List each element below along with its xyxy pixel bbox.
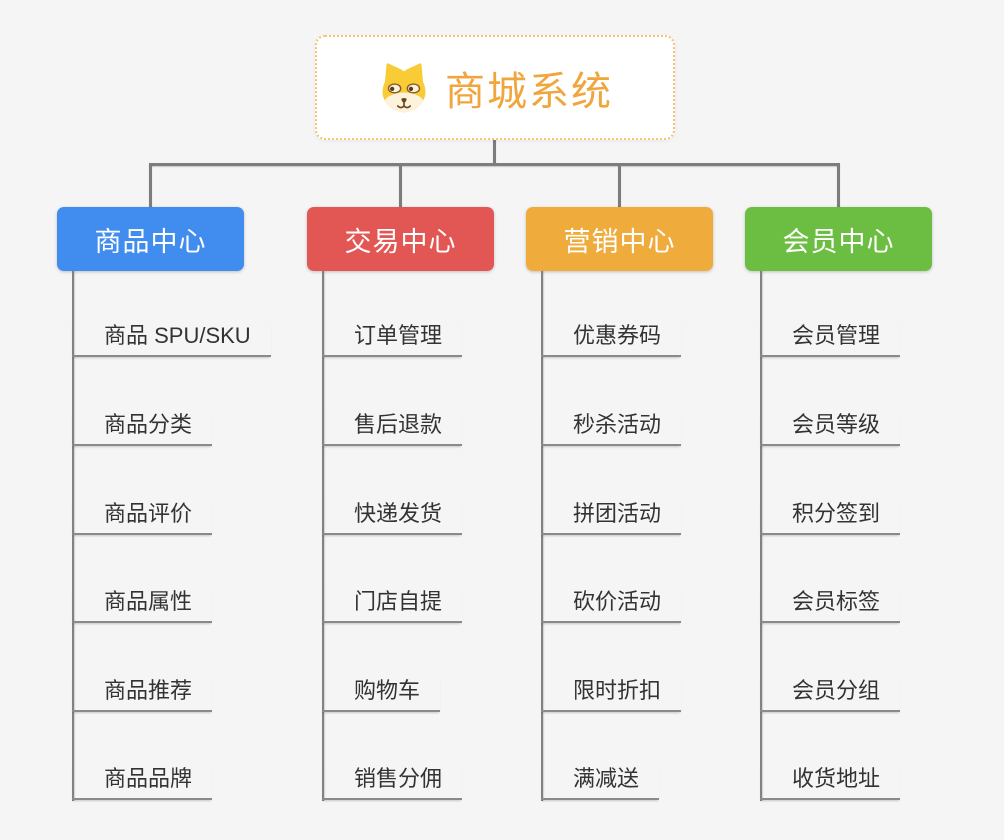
tree-node[interactable]: 商品推荐 xyxy=(72,676,213,712)
tree-node[interactable]: 商品评价 xyxy=(72,499,213,535)
connector-dropper-product xyxy=(149,164,152,208)
branch-trade-center[interactable]: 交易中心 xyxy=(307,207,494,271)
branch-member-center[interactable]: 会员中心 xyxy=(745,207,932,271)
tree-node[interactable]: 会员分组 xyxy=(760,676,901,712)
tree-node[interactable]: 商品品牌 xyxy=(72,764,213,800)
tree-node[interactable]: 积分签到 xyxy=(760,499,901,535)
shiba-dog-icon xyxy=(382,62,426,112)
tree-node[interactable]: 商品分类 xyxy=(72,410,213,446)
root-node[interactable]: 商城系统 xyxy=(315,35,675,140)
connector-dropper-member xyxy=(837,164,840,208)
branch-spine-member xyxy=(760,271,762,801)
tree-node[interactable]: 销售分佣 xyxy=(322,764,463,800)
tree-node[interactable]: 售后退款 xyxy=(322,410,463,446)
tree-node[interactable]: 订单管理 xyxy=(322,321,463,357)
root-title: 商城系统 xyxy=(445,69,613,114)
connector-dropper-trade xyxy=(399,164,402,208)
tree-node[interactable]: 购物车 xyxy=(322,676,441,712)
tree-node[interactable]: 优惠券码 xyxy=(541,321,682,357)
tree-node[interactable]: 会员等级 xyxy=(760,410,901,446)
tree-node[interactable]: 拼团活动 xyxy=(541,499,682,535)
tree-node[interactable]: 门店自提 xyxy=(322,587,463,623)
tree-node[interactable]: 秒杀活动 xyxy=(541,410,682,446)
branch-spine-trade xyxy=(322,271,324,801)
branch-product-center[interactable]: 商品中心 xyxy=(57,207,244,271)
connector-dropper-marketing xyxy=(618,164,621,208)
branch-marketing-center[interactable]: 营销中心 xyxy=(526,207,713,271)
connector-horizontal-bar xyxy=(149,163,840,166)
tree-node[interactable]: 商品属性 xyxy=(72,587,213,623)
tree-node[interactable]: 满减送 xyxy=(541,764,660,800)
tree-node[interactable]: 商品 SPU/SKU xyxy=(72,321,271,357)
tree-node[interactable]: 会员管理 xyxy=(760,321,901,357)
branch-spine-product xyxy=(72,271,74,801)
tree-node[interactable]: 砍价活动 xyxy=(541,587,682,623)
tree-node[interactable]: 会员标签 xyxy=(760,587,901,623)
branch-spine-marketing xyxy=(541,271,543,801)
connector-root-stub xyxy=(493,139,496,165)
tree-node[interactable]: 收货地址 xyxy=(760,764,901,800)
tree-node[interactable]: 限时折扣 xyxy=(541,676,682,712)
tree-node[interactable]: 快递发货 xyxy=(322,499,463,535)
